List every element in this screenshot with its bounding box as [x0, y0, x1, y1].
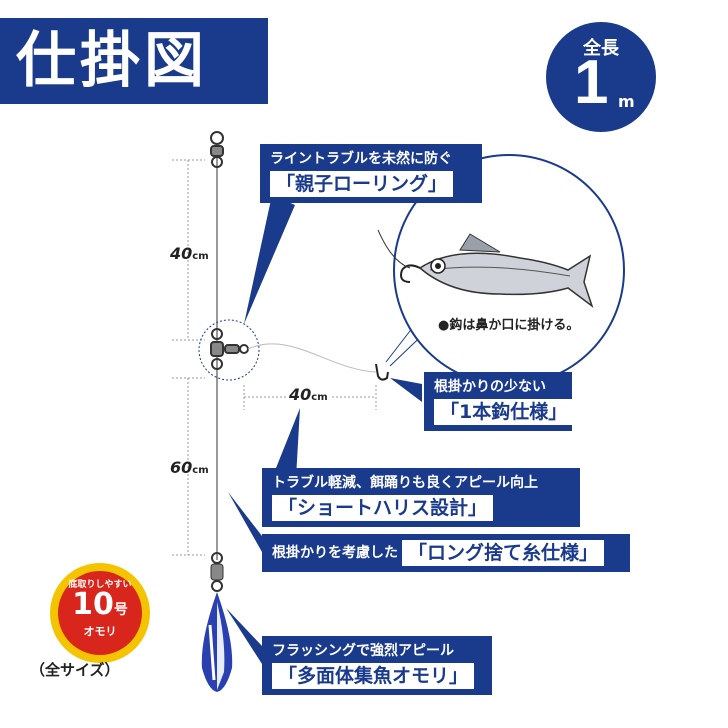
callout-main: 「ショートハリス設計」 — [272, 495, 494, 521]
callout-single-hook: 根掛かりの少ない 「1本鈎仕様」 — [424, 372, 574, 431]
callout-main: 「多面体集魚オモリ」 — [272, 663, 475, 689]
callout-sub: トラブル軽減、餌踊りも良くアピール向上 — [272, 475, 538, 491]
short-leader — [247, 343, 377, 373]
oyako-rolling-swivel — [210, 328, 249, 370]
callout-sub: 根掛かりの少ない — [434, 379, 546, 395]
size-note: （全サイズ） — [30, 661, 120, 679]
total-length-value: 1 — [574, 48, 609, 117]
callout-short-harris: トラブル軽減、餌踊りも良くアピール向上 「ショートハリス設計」 — [262, 468, 580, 527]
sinker-badge-number: 10号 — [72, 587, 128, 622]
fish-inset — [377, 154, 625, 386]
title-bar: 仕掛図 — [0, 18, 268, 104]
total-length-badge: 全長 1 m — [546, 22, 656, 132]
sinker-weight-badge: 底取りしやすい 10号 オモリ — [50, 563, 150, 663]
total-length-label: 全長 — [583, 38, 619, 59]
callout-main: 「ロング捨て糸仕様」 — [402, 540, 605, 566]
branch-length-label: 40cm — [287, 385, 330, 404]
callout-sub: ライントラブルを未然に防ぐ — [270, 151, 452, 167]
swivel-highlight-circle — [198, 319, 260, 381]
hook — [375, 363, 389, 381]
sinker — [201, 552, 233, 692]
page-title: 仕掛図 — [16, 26, 208, 96]
lower-length-label: 60cm — [170, 458, 209, 477]
total-length-unit: m — [618, 92, 635, 111]
upper-length-label: 40cm — [170, 244, 209, 263]
callout-sub: 根掛かりを考慮した — [272, 545, 398, 561]
sinker-badge-bottom: オモリ — [83, 625, 117, 638]
sinker-badge-top: 底取りしやすい — [68, 580, 132, 590]
callout-long-sinker-line: 根掛かりを考慮した 「ロング捨て糸仕様」 — [262, 534, 630, 572]
hook-note: ●鈎は鼻か口に掛ける。 — [438, 318, 580, 333]
callout-polyhedral-sinker: フラッシングで強烈アピール 「多面体集魚オモリ」 — [262, 636, 492, 695]
top-swivel — [210, 131, 224, 168]
callout-main: 「1本鈎仕様」 — [434, 399, 574, 425]
callout-main: 「親子ローリング」 — [270, 171, 454, 197]
callout-oyako-rolling: ライントラブルを未然に防ぐ 「親子ローリング」 — [260, 144, 482, 203]
callout-pointers — [226, 195, 422, 664]
callout-sub: フラッシングで強烈アピール — [272, 643, 454, 659]
